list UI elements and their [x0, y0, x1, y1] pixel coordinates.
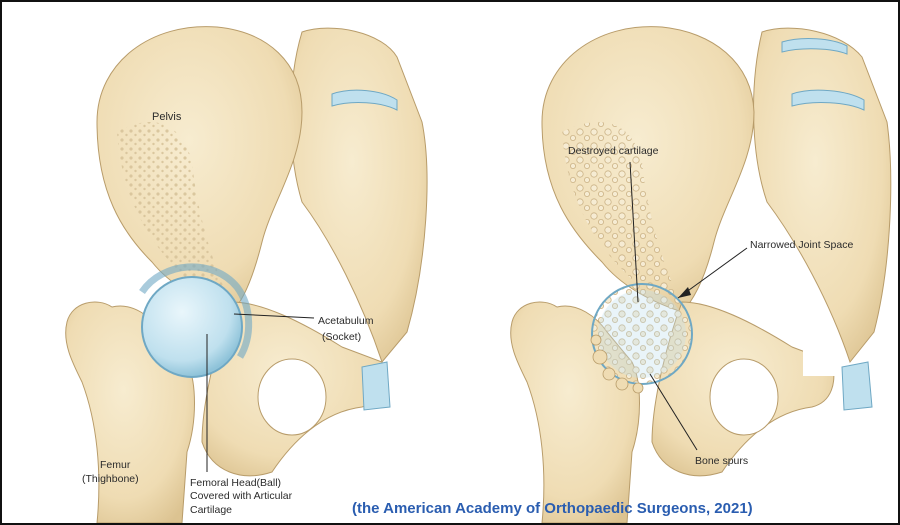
label-pelvis: Pelvis	[152, 111, 182, 123]
healthy-hip-panel	[66, 27, 427, 523]
label-thighbone: (Thighbone)	[82, 473, 139, 485]
label-narrowed-joint-space: Narrowed Joint Space	[750, 239, 853, 251]
obturator-foramen-left	[258, 359, 326, 435]
label-acetabulum: Acetabulum	[318, 315, 374, 327]
label-bone-spurs: Bone spurs	[695, 455, 748, 467]
pubic-symphysis-left	[362, 362, 390, 410]
arthritic-hip-panel	[511, 27, 891, 523]
cartilage-patches	[598, 290, 686, 378]
label-covered: Covered with Articular	[190, 490, 293, 502]
label-destroyed-cartilage: Destroyed cartilage	[568, 145, 659, 157]
sacrum-right	[754, 28, 891, 362]
pubic-symphysis-right	[842, 362, 872, 410]
label-femur: Femur	[100, 459, 131, 471]
obturator-foramen-right	[710, 359, 778, 435]
femoral-head-ball	[142, 277, 242, 377]
label-femoral-head: Femoral Head(Ball)	[190, 477, 281, 489]
figure-caption: (the American Academy of Orthopaedic Sur…	[352, 500, 753, 517]
label-socket: (Socket)	[322, 331, 361, 343]
blank-patch	[803, 330, 837, 376]
label-cartilage: Cartilage	[190, 504, 232, 516]
sacrum-left	[291, 28, 427, 362]
